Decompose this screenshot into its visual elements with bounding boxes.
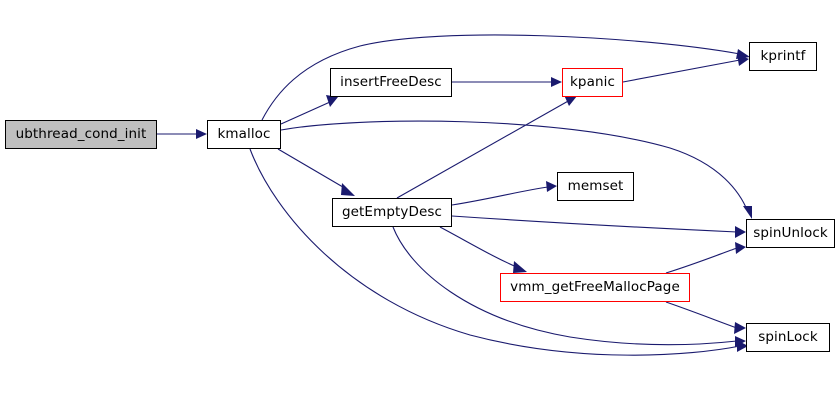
graph-node-spinLock[interactable]: spinLock [746, 323, 830, 352]
edge-vmm_getFreeMallocPage-to-spinLock [665, 301, 746, 334]
edge-line [451, 186, 549, 206]
arrowhead-icon [743, 206, 752, 219]
edge-kmalloc-to-getEmptyDesc [277, 148, 355, 196]
edge-line [622, 59, 741, 83]
edge-getEmptyDesc-to-vmm_getFreeMallocPage [439, 226, 527, 273]
edge-getEmptyDesc-to-spinUnlock [451, 215, 746, 238]
arrowhead-icon [564, 95, 577, 106]
graph-node-getEmptyDesc[interactable]: getEmptyDesc [332, 198, 452, 227]
graph-node-spinUnlock[interactable]: spinUnlock [746, 219, 835, 248]
edge-kmalloc-to-insertFreeDesc [280, 95, 338, 125]
arrowhead-icon [737, 54, 749, 66]
arrowhead-icon [341, 183, 355, 196]
arrowhead-icon [551, 77, 562, 87]
graph-node-label: ubthread_cond_init [15, 125, 147, 142]
edge-kmalloc-to-spinUnlock [280, 120, 752, 219]
edge-kmalloc-to-spinLock [249, 148, 748, 356]
arrowhead-icon [735, 336, 746, 347]
edge-getEmptyDesc-to-kpanic [396, 95, 577, 199]
graph-node-label: getEmptyDesc [341, 203, 443, 220]
edge-line [261, 34, 741, 121]
graph-node-insertFreeDesc[interactable]: insertFreeDesc [330, 68, 452, 97]
edge-ubthread_cond_init-to-kmalloc [157, 129, 207, 139]
edge-line [665, 247, 738, 274]
graph-node-kmalloc[interactable]: kmalloc [207, 120, 281, 149]
edge-line [392, 226, 738, 346]
arrowhead-icon [735, 242, 746, 254]
edge-line [439, 226, 520, 269]
edge-getEmptyDesc-to-spinLock [392, 226, 746, 347]
graph-node-label: kmalloc [217, 125, 271, 142]
arrowhead-icon [196, 129, 207, 139]
graph-node-kprintf[interactable]: kprintf [749, 42, 817, 71]
edge-line [280, 120, 749, 213]
edge-line [277, 148, 349, 191]
graph-node-ubthread_cond_init[interactable]: ubthread_cond_init [5, 120, 157, 149]
edge-vmm_getFreeMallocPage-to-spinUnlock [665, 242, 746, 274]
edge-kpanic-to-kprintf [622, 54, 749, 83]
arrowhead-icon [326, 95, 338, 107]
graph-node-label: vmm_getFreeMallocPage [510, 278, 680, 295]
graph-node-label: kpanic [570, 73, 615, 90]
edge-line [280, 101, 331, 125]
edge-line [665, 301, 738, 329]
edge-line [249, 148, 741, 356]
edge-getEmptyDesc-to-memset [451, 181, 557, 206]
graph-node-label: memset [567, 177, 624, 194]
edge-insertFreeDesc-to-kpanic [452, 77, 562, 87]
graph-node-label: insertFreeDesc [340, 73, 442, 90]
graph-node-label: kprintf [760, 47, 806, 64]
graph-node-label: spinUnlock [753, 224, 828, 241]
graph-node-label: spinLock [758, 328, 818, 345]
graph-node-vmm_getFreeMallocPage[interactable]: vmm_getFreeMallocPage [500, 273, 690, 302]
arrowhead-icon [513, 261, 527, 273]
edge-line [396, 99, 571, 199]
arrowhead-icon [546, 181, 557, 192]
arrowhead-icon [734, 322, 746, 334]
edge-line [451, 215, 738, 233]
graph-node-kpanic[interactable]: kpanic [562, 68, 623, 97]
graph-node-memset[interactable]: memset [557, 172, 634, 201]
edges-group [157, 34, 752, 356]
arrowhead-icon [735, 226, 746, 238]
